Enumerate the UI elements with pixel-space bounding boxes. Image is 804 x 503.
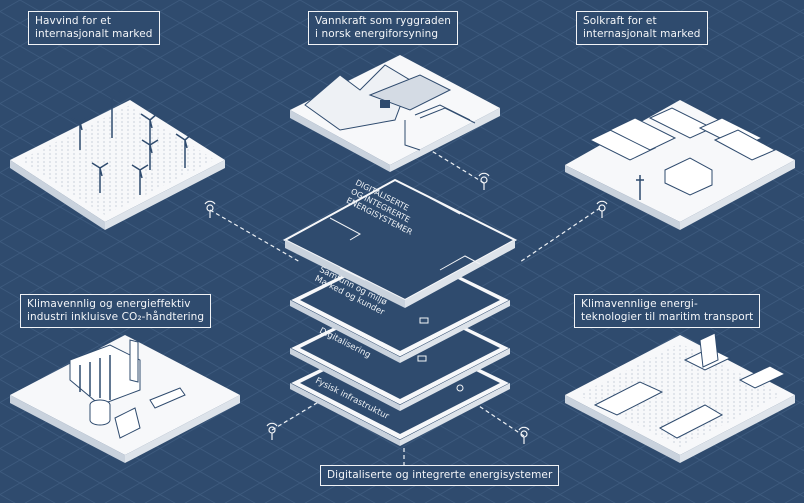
label-industry-line1: Klimavennlig og energieffektiv <box>27 298 191 310</box>
industry-tile <box>10 335 240 463</box>
label-maritime-line1: Klimavennlige energi- <box>581 298 698 310</box>
hydropower-tile <box>290 55 500 172</box>
label-offshore-wind: Havvind for et internasjonalt marked <box>28 11 160 45</box>
maritime-tile <box>565 332 795 463</box>
sensor-icon-industry <box>266 422 278 440</box>
label-solar-line2: internasjonalt marked <box>583 28 701 40</box>
wind-turbine-icons <box>71 90 194 195</box>
connector-wind <box>209 209 301 263</box>
label-hydropower-line2: i norsk energiforsyning <box>315 28 439 40</box>
label-solar-line1: Solkraft for et <box>583 15 657 27</box>
sensor-icon-hydro <box>478 172 490 190</box>
label-offshore-wind-line1: Havvind for et <box>35 15 112 27</box>
solar-tile <box>565 100 795 230</box>
label-offshore-wind-line2: internasjonalt marked <box>35 28 153 40</box>
sensor-icons <box>204 172 608 444</box>
label-industry-line2: industri inkluisve CO₂-håndtering <box>27 311 205 323</box>
connector-maritime <box>469 399 525 437</box>
label-industry: Klimavennlig og energieffektiv industri … <box>20 294 212 328</box>
label-bottom: Digitaliserte og integrerte energisystem… <box>320 465 560 486</box>
sensor-icon-solar <box>596 200 608 218</box>
sensor-icon-maritime <box>518 426 530 444</box>
solar-panel-icons <box>588 107 777 161</box>
ship-icons <box>593 332 787 439</box>
label-maritime-line2: teknologier til maritim transport <box>581 311 754 323</box>
label-solar: Solkraft for et internasjonalt marked <box>576 11 708 45</box>
connector-hydro <box>429 149 485 184</box>
label-maritime: Klimavennlige energi- teknologier til ma… <box>574 294 761 328</box>
label-bottom-text: Digitaliserte og integrerte energisystem… <box>327 469 553 481</box>
connector-solar <box>519 207 601 263</box>
label-hydropower: Vannkraft som ryggraden i norsk energifo… <box>308 11 459 45</box>
sensor-icon-wind <box>204 200 216 218</box>
offshore-wind-tile <box>10 90 225 230</box>
central-stack <box>282 178 518 446</box>
label-hydropower-line1: Vannkraft som ryggraden <box>315 15 452 27</box>
